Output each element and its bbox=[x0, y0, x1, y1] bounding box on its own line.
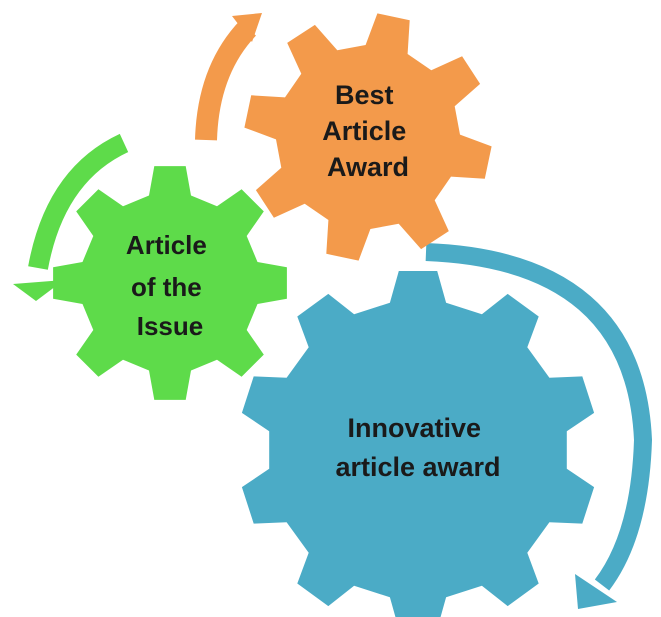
gear-issue-label: Article of the Issue bbox=[126, 230, 214, 341]
gear-article-of-the-issue: Article of the Issue bbox=[53, 166, 287, 400]
gear-innovative-label: Innovative article award bbox=[335, 413, 500, 482]
gear-best-label: Best Article Award bbox=[322, 80, 414, 182]
gear-best-shape bbox=[244, 13, 492, 261]
gear-issue-shape bbox=[53, 166, 287, 400]
gear-issue-line-2: of the bbox=[131, 272, 202, 302]
arrow-blue bbox=[425, 243, 653, 609]
arrow-green bbox=[13, 133, 129, 301]
gear-innovative-line-2: article award bbox=[335, 452, 500, 482]
gear-best-line-3: Award bbox=[327, 152, 409, 182]
gear-innovative-line-1: Innovative bbox=[347, 413, 481, 443]
gear-innovative-article-award: Innovative article award bbox=[241, 271, 595, 617]
gear-best-article-award: Best Article Award bbox=[244, 13, 492, 261]
arrow-orange bbox=[195, 13, 262, 141]
gear-innovative-shape bbox=[241, 271, 595, 617]
gear-best-line-1: Best bbox=[335, 80, 394, 110]
gear-issue-line-1: Article bbox=[126, 230, 207, 260]
gear-issue-line-3: Issue bbox=[137, 311, 204, 341]
gear-best-line-2: Article bbox=[322, 116, 406, 146]
